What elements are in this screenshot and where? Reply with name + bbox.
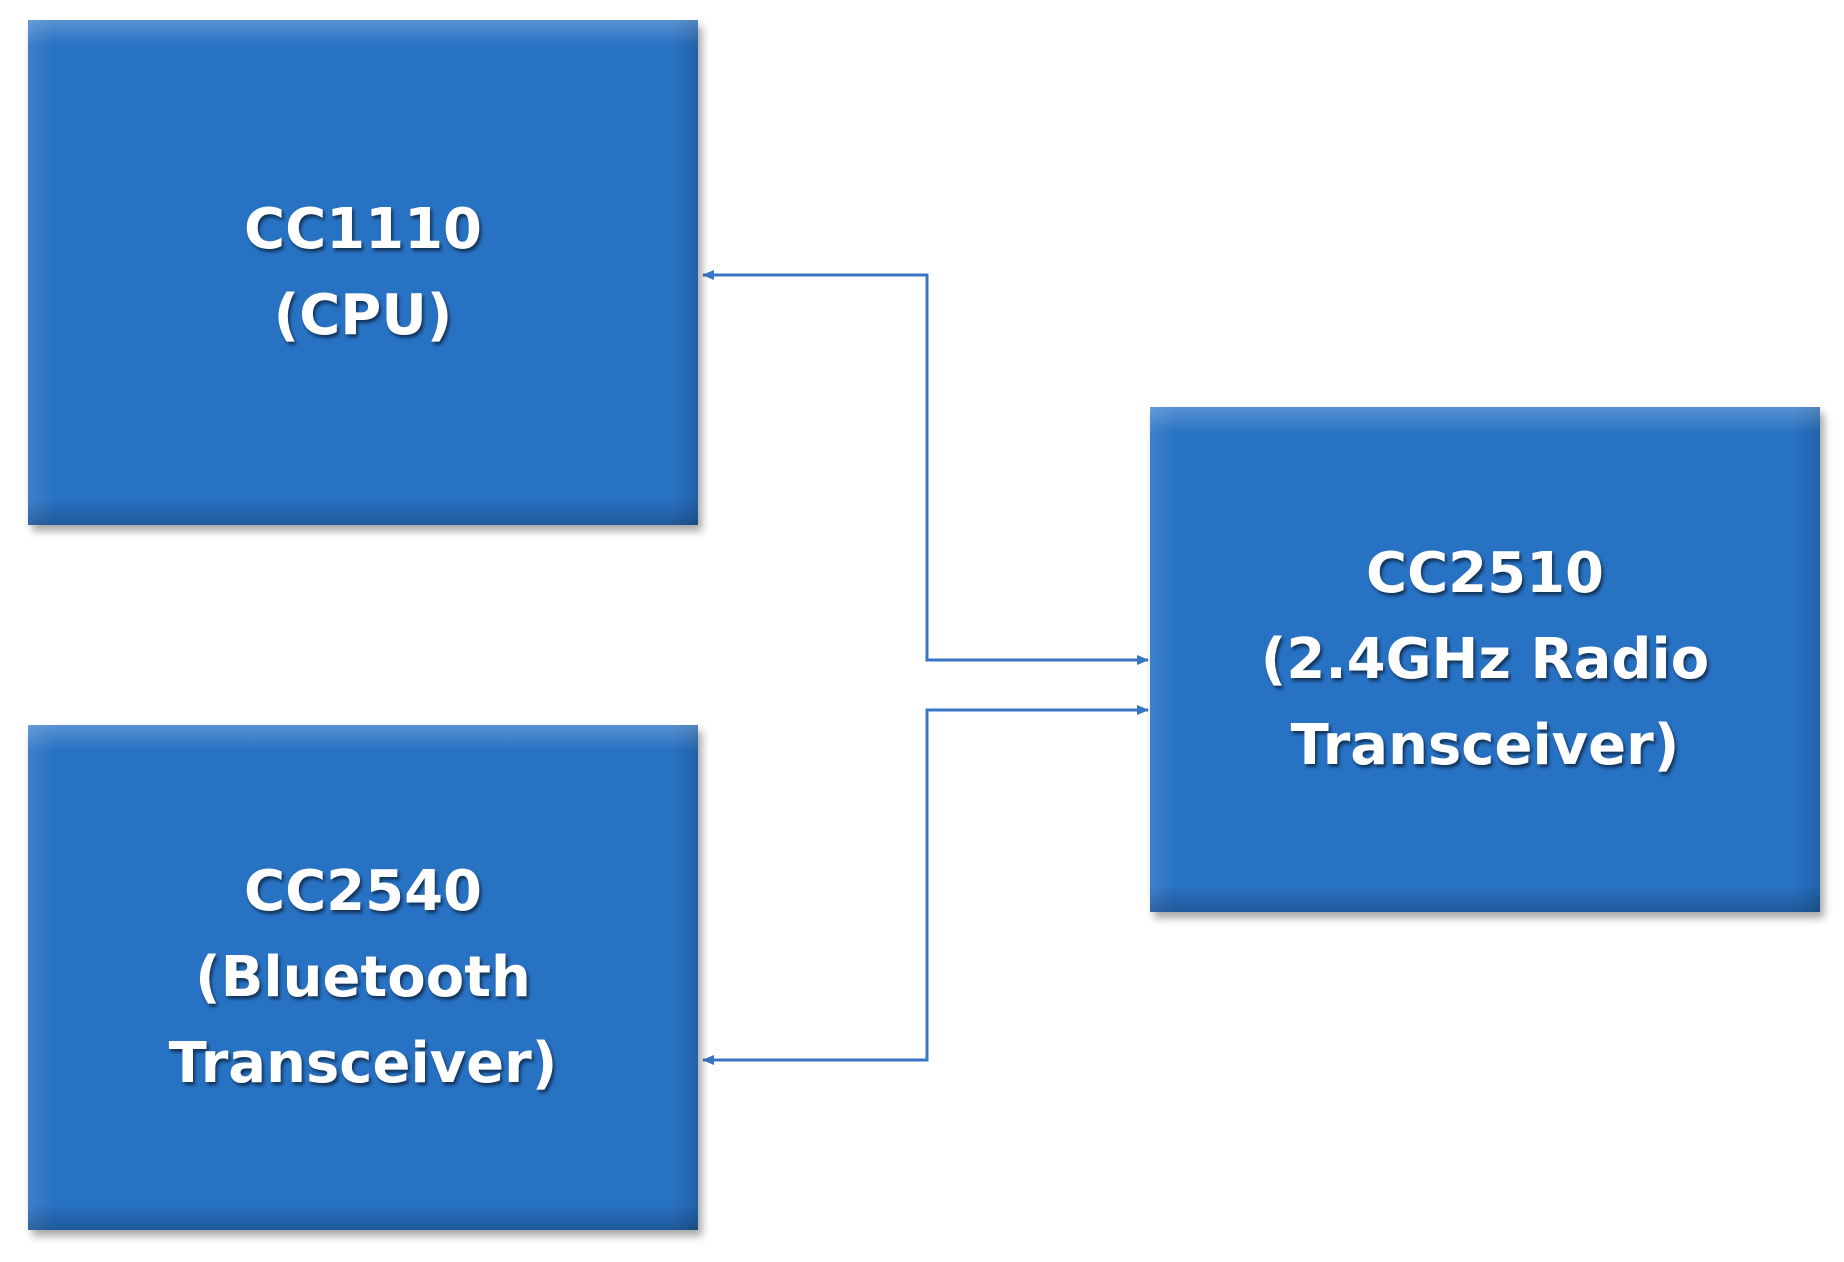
cc2540-subtitle-line2: Transceiver) bbox=[168, 1030, 558, 1096]
cc2510-subtitle-line2: Transceiver) bbox=[1290, 712, 1680, 778]
link-cc2510-to-cc1110 bbox=[702, 270, 1148, 662]
cc2540-bluetooth-block: CC2540 (Bluetooth Transceiver) bbox=[28, 725, 698, 1230]
cc1110-subtitle: (CPU) bbox=[273, 282, 453, 348]
cc1110-cpu-block: CC1110 (CPU) bbox=[28, 20, 698, 525]
cc2510-subtitle-line1: (2.4GHz Radio bbox=[1260, 626, 1710, 692]
link-cc2540-to-cc2510 bbox=[703, 705, 1149, 1062]
cc2540-subtitle-line1: (Bluetooth bbox=[195, 944, 531, 1010]
cc2540-title: CC2540 bbox=[243, 858, 483, 924]
cc2510-radio-block: CC2510 (2.4GHz Radio Transceiver) bbox=[1150, 407, 1820, 912]
cc1110-title: CC1110 bbox=[243, 196, 483, 262]
cc2510-title: CC2510 bbox=[1365, 540, 1605, 606]
